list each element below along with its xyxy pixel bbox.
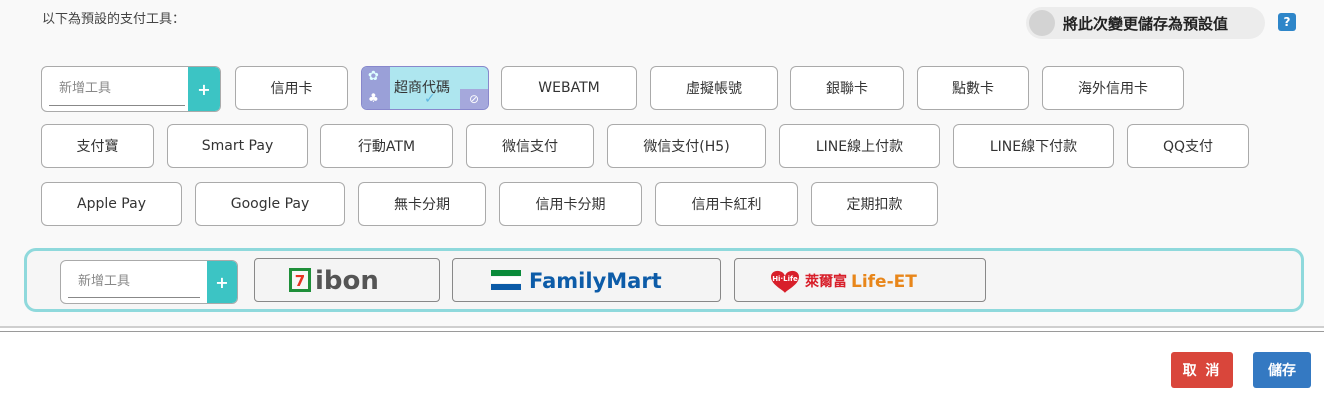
tool-wechat-pay[interactable]: 微信支付 [466, 124, 594, 168]
tool-line-online[interactable]: LINE線上付款 [779, 124, 940, 168]
add-store-button[interactable]: + [207, 261, 237, 303]
svg-text:7: 7 [295, 272, 305, 290]
store-familymart[interactable]: FamilyMart [452, 258, 721, 302]
tool-point-card[interactable]: 點數卡 [917, 66, 1029, 110]
divider [0, 326, 1324, 328]
gear-icon[interactable]: ✿ [368, 69, 379, 84]
tool-recurring-payment[interactable]: 定期扣款 [811, 182, 938, 226]
tool-wechat-pay-h5[interactable]: 微信支付(H5) [607, 124, 766, 168]
tool-qq-pay[interactable]: QQ支付 [1127, 124, 1249, 168]
intro-text: 以下為預設的支付工具： [42, 12, 186, 27]
tool-smart-pay[interactable]: Smart Pay [167, 124, 308, 168]
seven-eleven-ibon-logo: 7 ibon [289, 266, 379, 295]
tool-virtual-account[interactable]: 虛擬帳號 [650, 66, 778, 110]
plus-icon: + [197, 79, 211, 99]
toggle-knob[interactable] [1029, 10, 1055, 36]
tool-mobile-atm[interactable]: 行動ATM [320, 124, 453, 168]
tool-convenience-store-code[interactable]: ✿ ♣ 超商代碼 ✓ ⊘ [361, 66, 489, 110]
tool-overseas-credit-card[interactable]: 海外信用卡 [1042, 66, 1184, 110]
store-ibon[interactable]: 7 ibon [254, 258, 440, 302]
add-tool-input[interactable] [49, 71, 185, 106]
familymart-logo: FamilyMart [490, 269, 662, 293]
familymart-logo-text: FamilyMart [529, 269, 662, 293]
tool-credit-reward[interactable]: 信用卡紅利 [655, 182, 798, 226]
disable-icon[interactable]: ⊘ [460, 89, 488, 109]
tool-label: 超商代碼 [394, 80, 450, 96]
add-store-group: + [60, 260, 238, 304]
tool-alipay[interactable]: 支付寶 [41, 124, 154, 168]
add-store-input[interactable] [68, 265, 200, 298]
save-as-default-toggle[interactable]: 將此次變更儲存為預設值 [1026, 7, 1265, 39]
sitemap-icon[interactable]: ♣ [368, 91, 379, 105]
hilife-life-et-logo: Hi·Life 萊爾富 Life-ET [771, 270, 917, 293]
toggle-label: 將此次變更儲存為預設值 [1063, 15, 1229, 33]
tool-webatm[interactable]: WEBATM [501, 66, 637, 110]
plus-icon: + [215, 272, 229, 292]
hilife-logo-text: 萊爾富 [804, 273, 847, 290]
save-button[interactable]: 儲存 [1253, 352, 1311, 388]
svg-text:Hi·Life: Hi·Life [772, 275, 798, 283]
tool-unionpay[interactable]: 銀聯卡 [790, 66, 904, 110]
store-hilife[interactable]: Hi·Life 萊爾富 Life-ET [734, 258, 986, 302]
help-icon[interactable]: ? [1278, 13, 1296, 31]
divider [0, 331, 1324, 332]
tool-line-offline[interactable]: LINE線下付款 [953, 124, 1114, 168]
tool-credit-installment[interactable]: 信用卡分期 [499, 182, 642, 226]
tool-controls [362, 67, 390, 109]
tool-credit-card[interactable]: 信用卡 [235, 66, 348, 110]
add-tool-button[interactable]: + [188, 67, 220, 111]
tool-google-pay[interactable]: Google Pay [195, 182, 345, 226]
ibon-logo-text: ibon [315, 266, 379, 295]
add-tool-group: + [41, 66, 221, 112]
life-et-logo-text: Life-ET [851, 272, 917, 292]
tool-apple-pay[interactable]: Apple Pay [41, 182, 182, 226]
payment-tools-panel: 以下為預設的支付工具： 將此次變更儲存為預設值 ? + 信用卡 ✿ ♣ 超商代碼… [24, 7, 1304, 312]
tool-cardless-installment[interactable]: 無卡分期 [358, 182, 486, 226]
cancel-button[interactable]: 取 消 [1171, 352, 1233, 388]
check-icon: ✓ [424, 91, 436, 107]
